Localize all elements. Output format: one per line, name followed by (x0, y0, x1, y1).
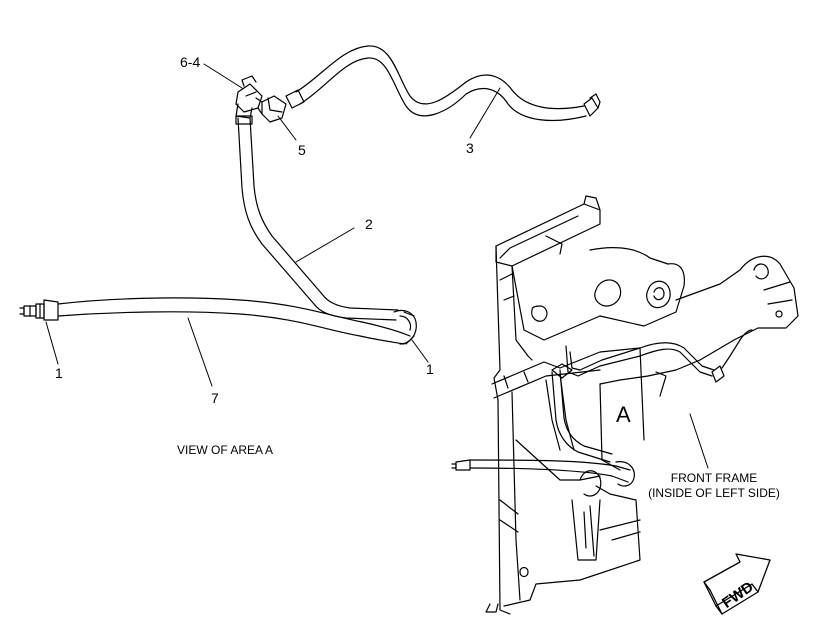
label-part-3: 3 (466, 140, 474, 156)
area-letter: A (616, 402, 631, 427)
tube-2 (235, 115, 399, 321)
frame-caption-line1: FRONT FRAME (670, 471, 758, 485)
fwd-arrow (703, 553, 771, 615)
front-frame (485, 195, 799, 615)
frame-hose (451, 459, 635, 487)
fitting-5 (255, 95, 287, 123)
label-part-7: 7 (211, 390, 219, 406)
view-caption: VIEW OF AREA A (177, 443, 274, 457)
frame-caption-line2: (INSIDE OF LEFT SIDE) (648, 486, 780, 500)
hose-7 (57, 297, 417, 345)
label-part-1-left: 1 (55, 365, 63, 381)
label-part-1-right: 1 (426, 361, 434, 377)
hose-3 (285, 45, 601, 122)
hose-end-fitting (19, 299, 59, 321)
label-part-2: 2 (365, 216, 373, 232)
label-part-6-4: 6-4 (180, 54, 201, 70)
leader-lines (45, 63, 709, 469)
fitting-6-4 (235, 75, 263, 119)
frame-tube (551, 329, 753, 463)
label-part-5: 5 (298, 142, 306, 158)
